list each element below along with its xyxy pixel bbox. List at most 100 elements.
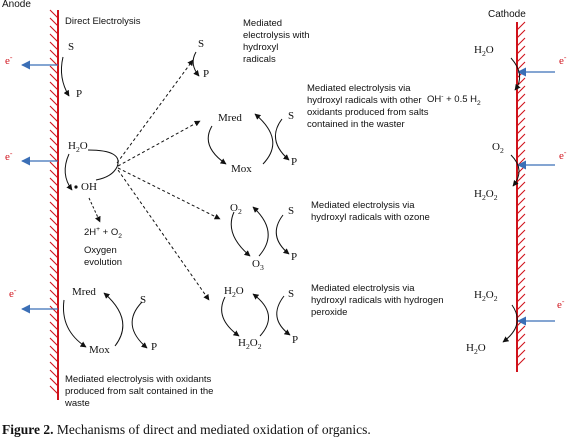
hatch-line xyxy=(49,337,59,347)
electron-label-anode-3: e- xyxy=(9,285,17,300)
hatch-line xyxy=(49,17,59,27)
salt-s-curve xyxy=(131,301,148,349)
other-oxidants-p-label: P xyxy=(291,156,298,168)
figure-caption-label: Figure 2. xyxy=(2,422,54,437)
hatch-line xyxy=(516,261,526,271)
hatch-line xyxy=(516,357,526,367)
hatch-line xyxy=(516,181,526,191)
hydroxyl-s-to-p-curve xyxy=(192,51,200,77)
hatch-line xyxy=(516,221,526,231)
hatch-line xyxy=(516,101,526,111)
peroxide-h2o-label: H2O xyxy=(224,285,244,300)
hatch-line xyxy=(49,273,59,283)
hatch-line xyxy=(49,217,59,227)
electron-label-cathode-1: e- xyxy=(559,52,567,67)
hatch-line xyxy=(49,241,59,251)
hatch-line xyxy=(49,193,59,203)
hatch-line xyxy=(516,21,526,31)
peroxide-h2o2-curve xyxy=(252,293,269,337)
hatch-line xyxy=(516,133,526,143)
ozone-s-label: S xyxy=(288,205,295,217)
cathode-peroxide-curve xyxy=(502,304,518,343)
hatch-line xyxy=(516,309,526,319)
direct-s-label: S xyxy=(68,41,75,53)
hatch-line xyxy=(516,117,526,127)
hatch-line xyxy=(49,33,59,43)
peroxide-caption: Mediated electrolysis via hydroxyl radic… xyxy=(311,283,444,318)
hatch-line xyxy=(516,125,526,135)
cathode-water-product-label: H2O xyxy=(466,342,486,357)
anode-electrode xyxy=(49,9,59,400)
cathode-peroxide-label-1: H2O2 xyxy=(474,188,498,203)
hatch-line xyxy=(49,369,59,379)
hydroxyl-s-label: S xyxy=(198,38,205,50)
hatch-line xyxy=(49,9,59,19)
hatch-line xyxy=(49,377,59,387)
hatch-line xyxy=(516,141,526,151)
ozone-o3-label: O3 xyxy=(252,258,264,273)
oxygen-evolution-label: Oxygen evolution xyxy=(84,245,123,268)
cathode-electrode xyxy=(516,21,526,372)
salt-mred-label: Mred xyxy=(72,286,96,298)
dashed-arrow-to-peroxide-path xyxy=(117,169,210,301)
direct-p-label: P xyxy=(76,88,83,100)
hatch-line xyxy=(516,85,526,95)
other-oxidants-mred-curve xyxy=(207,125,227,165)
hatch-line xyxy=(516,325,526,335)
hatch-line xyxy=(49,89,59,99)
hatch-line xyxy=(516,349,526,359)
hydroxyl-mediated-caption: Mediated electrolysis with hydroxyl radi… xyxy=(243,18,310,65)
hatch-line xyxy=(516,37,526,47)
salt-mediated-caption: Mediated electrolysis with oxidants prod… xyxy=(65,374,214,409)
hatch-line xyxy=(49,161,59,171)
hatch-line xyxy=(49,129,59,139)
peroxide-h2o2-label: H2O2 xyxy=(238,337,262,352)
hatch-line xyxy=(49,105,59,115)
hatch-line xyxy=(49,265,59,275)
hatch-line xyxy=(516,301,526,311)
hatch-line xyxy=(49,209,59,219)
other-oxidants-mred-label: Mred xyxy=(218,112,242,124)
oxygen-evolution-dashed-arrow xyxy=(88,197,101,223)
cathode-oxygen-curve xyxy=(510,154,520,187)
hatch-line xyxy=(49,345,59,355)
hatch-line xyxy=(49,177,59,187)
hatch-line xyxy=(516,269,526,279)
dashed-arrow-to-ozone-path xyxy=(117,167,221,220)
hatch-line xyxy=(49,233,59,243)
direct-s-to-p-curve xyxy=(61,56,70,97)
hatch-line xyxy=(516,29,526,39)
salt-s-label: S xyxy=(140,294,147,306)
salt-mox-label: Mox xyxy=(89,344,110,356)
hatch-line xyxy=(49,113,59,123)
cathode-hydroxide-products: OH- + 0.5 H2 xyxy=(427,92,481,107)
hatch-line xyxy=(49,73,59,83)
hatch-line xyxy=(516,69,526,79)
cathode-water-label: H2O xyxy=(474,44,494,59)
salt-mox-curve xyxy=(103,292,124,347)
hatch-line xyxy=(516,213,526,223)
ozone-p-label: P xyxy=(291,251,298,263)
other-oxidants-mox-curve xyxy=(254,113,274,165)
hatch-line xyxy=(49,329,59,339)
hydroxyl-radical-hub-curve xyxy=(87,149,119,181)
dashed-arrow-to-hydroxyl-path xyxy=(116,59,194,164)
hatch-line xyxy=(516,205,526,215)
hydroxyl-radical-label: OH xyxy=(81,181,97,193)
direct-electrolysis-title: Direct Electrolysis xyxy=(65,16,141,27)
peroxide-p-label: P xyxy=(292,334,299,346)
hatch-line xyxy=(516,45,526,55)
hatch-line xyxy=(516,293,526,303)
hatch-line xyxy=(49,321,59,331)
hatch-line xyxy=(516,189,526,199)
hatch-line xyxy=(49,49,59,59)
electron-label-cathode-3: e- xyxy=(557,296,565,311)
hatch-line xyxy=(49,121,59,131)
hatch-line xyxy=(49,353,59,363)
hatch-line xyxy=(516,237,526,247)
ozone-caption: Mediated electrolysis via hydroxyl radic… xyxy=(311,200,430,223)
hatch-line xyxy=(49,137,59,147)
hatch-line xyxy=(49,257,59,267)
electron-label-anode-1: e- xyxy=(5,52,13,67)
